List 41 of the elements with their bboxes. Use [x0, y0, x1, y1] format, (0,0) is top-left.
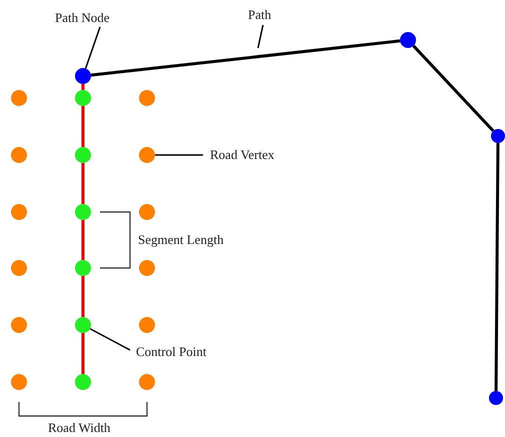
path-segment	[412, 44, 494, 132]
control-point	[75, 204, 91, 220]
path-segment	[494, 142, 500, 392]
road-vertex	[139, 90, 155, 106]
path-node	[75, 68, 91, 84]
control-point	[75, 147, 91, 163]
road-vertex	[139, 317, 155, 333]
road-vertex	[139, 260, 155, 276]
callout-text: Path	[248, 7, 272, 22]
control-point	[75, 260, 91, 276]
road-vertex	[11, 204, 27, 220]
road-centerline	[82, 276, 84, 317]
road-centerline	[82, 163, 84, 204]
control-point	[75, 317, 91, 333]
road-centerline	[82, 333, 84, 374]
dimension-label: Road Width	[48, 420, 110, 435]
control-point	[75, 374, 91, 390]
road-vertex	[11, 317, 27, 333]
leader-line	[257, 24, 264, 48]
leader-line	[155, 154, 203, 156]
path-node	[491, 129, 505, 143]
leader-line	[84, 26, 101, 69]
road-vertex	[139, 204, 155, 220]
path-node	[400, 32, 416, 48]
callout-text: Control Point	[136, 344, 206, 359]
callout-text: Road Vertex	[210, 147, 274, 162]
road-centerline	[82, 84, 84, 90]
path-segment	[90, 39, 400, 77]
road-centerline	[82, 220, 84, 260]
path-node	[489, 391, 503, 405]
road-vertex	[11, 374, 27, 390]
dimension-label: Segment Length	[138, 232, 224, 247]
road-vertex	[11, 147, 27, 163]
road-vertex	[11, 90, 27, 106]
road-centerline	[82, 106, 84, 147]
road-vertex	[139, 147, 155, 163]
control-point	[75, 90, 91, 106]
road-vertex	[11, 260, 27, 276]
road-vertex	[139, 374, 155, 390]
callout-text: Path Node	[55, 10, 110, 25]
leader-line	[90, 328, 130, 351]
